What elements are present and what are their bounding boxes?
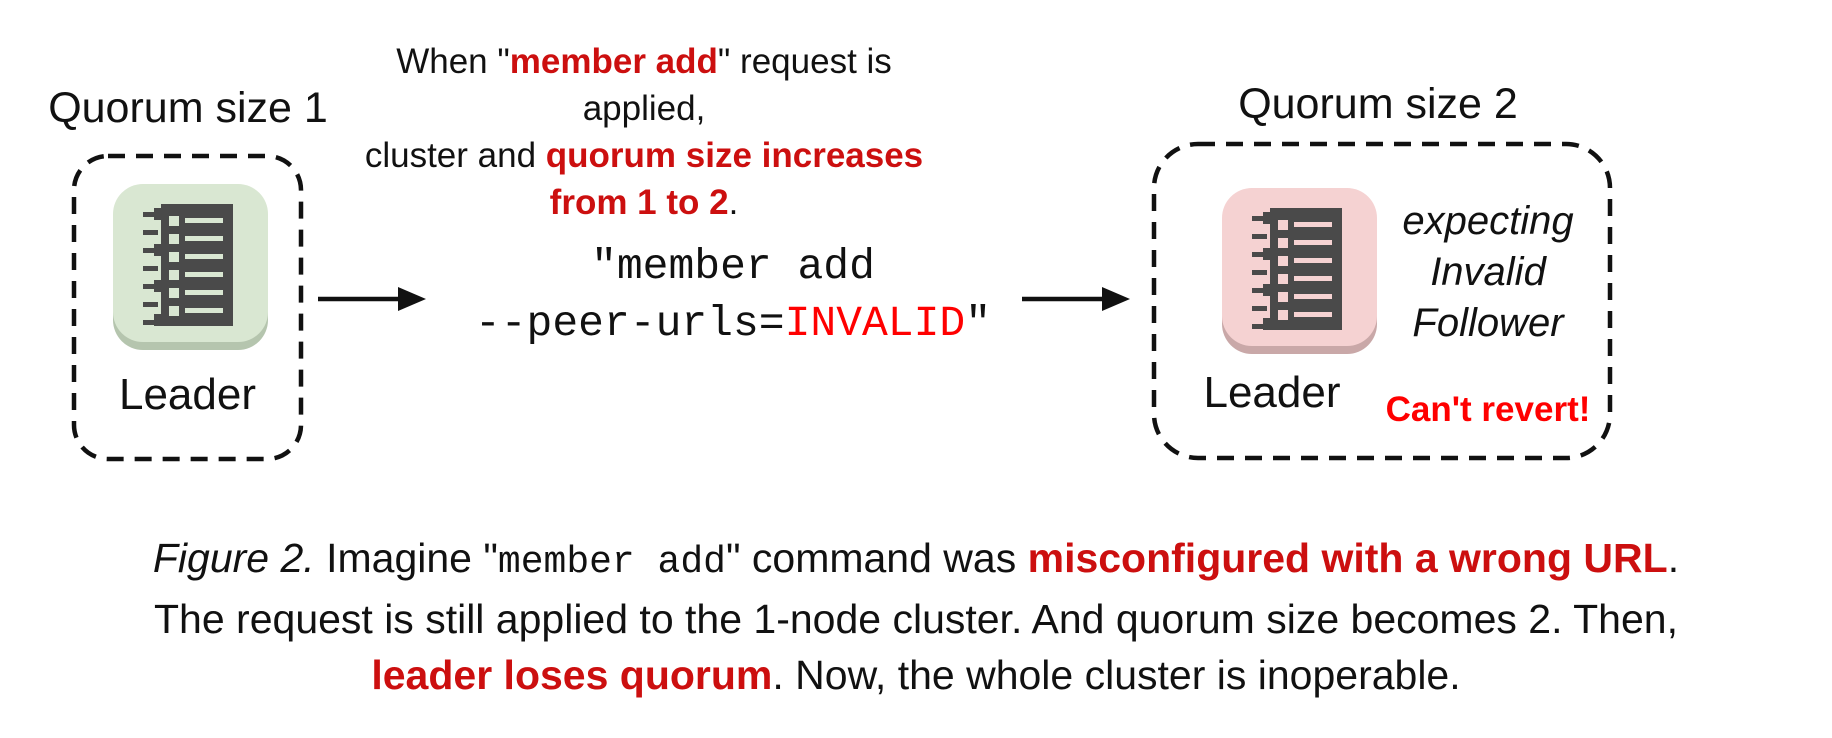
left-cluster-title: Quorum size 1 — [48, 84, 328, 132]
expecting-line-1: expecting — [1402, 199, 1574, 243]
annotation-l2-prefix: cluster and — [364, 136, 546, 175]
leader-node-icon-green — [113, 184, 268, 350]
right-node-label: Leader — [1203, 368, 1341, 417]
notebook-binding-ticks — [1252, 212, 1271, 330]
command-line-1: "member add — [591, 242, 875, 291]
cant-revert-warning: Can't revert! — [1385, 390, 1591, 429]
left-node-label: Leader — [118, 370, 256, 419]
caption-seg-3: . — [1667, 535, 1680, 581]
caption-line-2: The request is still applied to the 1-no… — [154, 596, 1678, 642]
annotation-text: When "member add" request is applied, cl… — [348, 38, 940, 226]
arrow-right-icon — [318, 287, 426, 311]
command-close-quote: " — [965, 299, 992, 348]
caption-seg-2: " command was — [725, 535, 1028, 581]
annotation-line-2: cluster and quorum size increases — [348, 132, 940, 179]
annotation-line-1: When "member add" request is applied, — [348, 38, 940, 132]
caption-highlight-misconfigured: misconfigured with a wrong URL — [1027, 535, 1668, 581]
expecting-line-3: Follower — [1412, 301, 1564, 345]
command-line-2: --peer-urls=INVALID" — [428, 295, 1038, 352]
list-rows — [169, 216, 223, 316]
annotation-l1-highlight: member add — [509, 42, 718, 81]
leader-node-icon-pink — [1222, 188, 1377, 354]
annotation-l2-highlight: quorum size increases — [545, 136, 924, 175]
command-flag: --peer-urls= — [474, 299, 785, 348]
notebook-binding-ticks — [143, 208, 162, 326]
right-cluster-dashed-box — [1151, 141, 1613, 461]
list-rows — [1278, 220, 1332, 320]
member-add-command: "member add --peer-urls=INVALID" — [428, 238, 1038, 352]
annotation-l3-suffix: . — [728, 183, 739, 222]
arrow-right-icon — [1022, 287, 1130, 311]
annotation-l3-highlight: from 1 to 2 — [549, 183, 729, 222]
caption-code-member-add: member add — [497, 541, 726, 584]
figure-caption: Figure 2. Imagine "member add" command w… — [0, 530, 1832, 703]
caption-seg-1: Imagine " — [314, 535, 498, 581]
expecting-invalid-follower-note: expecting Invalid Follower — [1378, 196, 1598, 349]
caption-line-3: leader loses quorum. Now, the whole clus… — [0, 647, 1832, 703]
annotation-l1-suffix: " request is applied, — [582, 42, 892, 128]
figure-number-label: Figure 2. — [152, 535, 315, 581]
caption-seg-4: . Now, the whole cluster is inoperable. — [772, 652, 1461, 698]
caption-highlight-leader-loses-quorum: leader loses quorum — [371, 652, 773, 698]
annotation-line-3: from 1 to 2. — [348, 179, 940, 226]
expecting-line-2: Invalid — [1430, 250, 1546, 294]
caption-line-1: Figure 2. Imagine "member add" command w… — [0, 530, 1832, 591]
annotation-l1-prefix: When " — [396, 42, 510, 81]
right-cluster-title: Quorum size 2 — [1238, 80, 1518, 128]
command-invalid-value: INVALID — [784, 299, 966, 348]
